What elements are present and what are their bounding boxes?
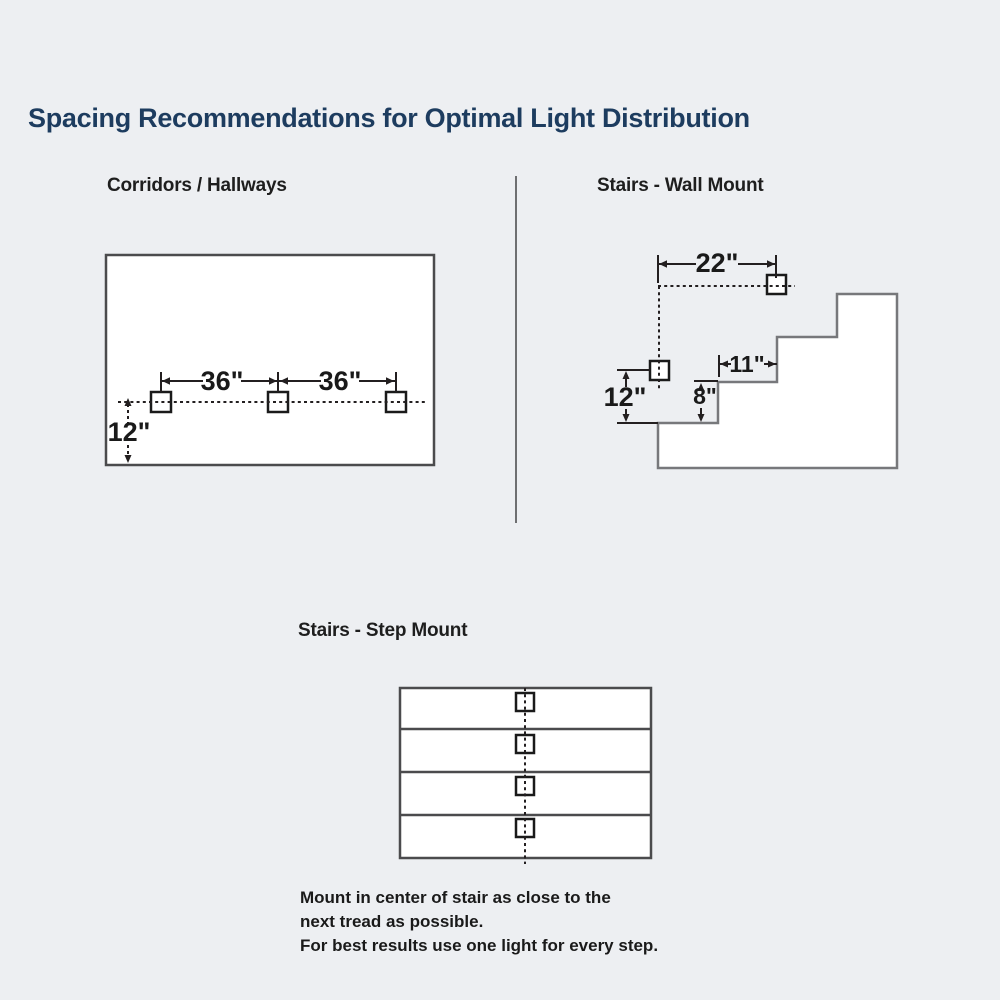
dimension-label-height-from-floor: 12" bbox=[108, 417, 151, 447]
heading-corridors-hallways: Corridors / Hallways bbox=[107, 175, 287, 196]
dimension-12-corridor-arrows bbox=[124, 398, 132, 463]
dimension-22-arrows bbox=[659, 260, 775, 268]
dim-arrow bbox=[124, 398, 132, 406]
dim-arrow bbox=[767, 260, 775, 268]
dimension-label-riser-height: 8" bbox=[693, 383, 717, 409]
heading-stairs-step-mount: Stairs - Step Mount bbox=[298, 620, 468, 641]
dimension-12-wall-lines bbox=[617, 369, 658, 424]
dimension-8-arrows bbox=[697, 383, 705, 422]
dim-arrow bbox=[697, 414, 705, 422]
mounting-note: Mount in center of stair as close to the… bbox=[300, 886, 658, 958]
mounting-note-line-3: For best results use one light for every… bbox=[300, 936, 659, 955]
light-fixture bbox=[266, 390, 290, 414]
dim-arrow bbox=[386, 377, 394, 385]
dim-arrow bbox=[162, 377, 170, 385]
section-divider-line bbox=[515, 176, 517, 523]
dim-arrow bbox=[622, 414, 630, 422]
light-fixture bbox=[514, 817, 536, 839]
stair-profile bbox=[656, 292, 899, 470]
dimension-label-spacing-a: 36" bbox=[201, 366, 244, 396]
light-fixture-lower bbox=[648, 359, 671, 382]
mounting-note-line-2: next tread as possible. bbox=[300, 912, 484, 931]
dimension-label-spacing-b: 36" bbox=[319, 366, 362, 396]
dim-arrow bbox=[768, 360, 776, 368]
corridor-diagram: 36" 36" 12" bbox=[104, 253, 436, 467]
light-fixture bbox=[384, 390, 408, 414]
corridor-outline bbox=[104, 253, 436, 467]
dimension-label-tread-depth: 11" bbox=[729, 351, 764, 377]
dim-arrow bbox=[720, 360, 728, 368]
mounting-note-line-1: Mount in center of stair as close to the bbox=[300, 888, 611, 907]
heading-stairs-wall-mount: Stairs - Wall Mount bbox=[597, 175, 764, 196]
page-title: Spacing Recommendations for Optimal Ligh… bbox=[28, 103, 750, 133]
dim-arrow bbox=[659, 260, 667, 268]
dimension-label-horizontal-spacing: 22" bbox=[696, 248, 739, 278]
stairs-step-diagram bbox=[398, 686, 653, 864]
dim-arrow bbox=[124, 455, 132, 463]
stairs-wall-diagram: 22" 12" 8" bbox=[604, 248, 899, 470]
dimension-label-mount-height: 12" bbox=[604, 382, 647, 412]
dim-arrow bbox=[697, 383, 705, 391]
dimension-11-arrows bbox=[720, 360, 776, 368]
dim-arrow bbox=[269, 377, 277, 385]
dimension-12-wall-arrows bbox=[622, 371, 630, 422]
dimension-36-arrows bbox=[162, 377, 394, 385]
dim-arrow bbox=[280, 377, 288, 385]
light-fixture bbox=[514, 775, 536, 797]
dim-arrow bbox=[622, 371, 630, 379]
